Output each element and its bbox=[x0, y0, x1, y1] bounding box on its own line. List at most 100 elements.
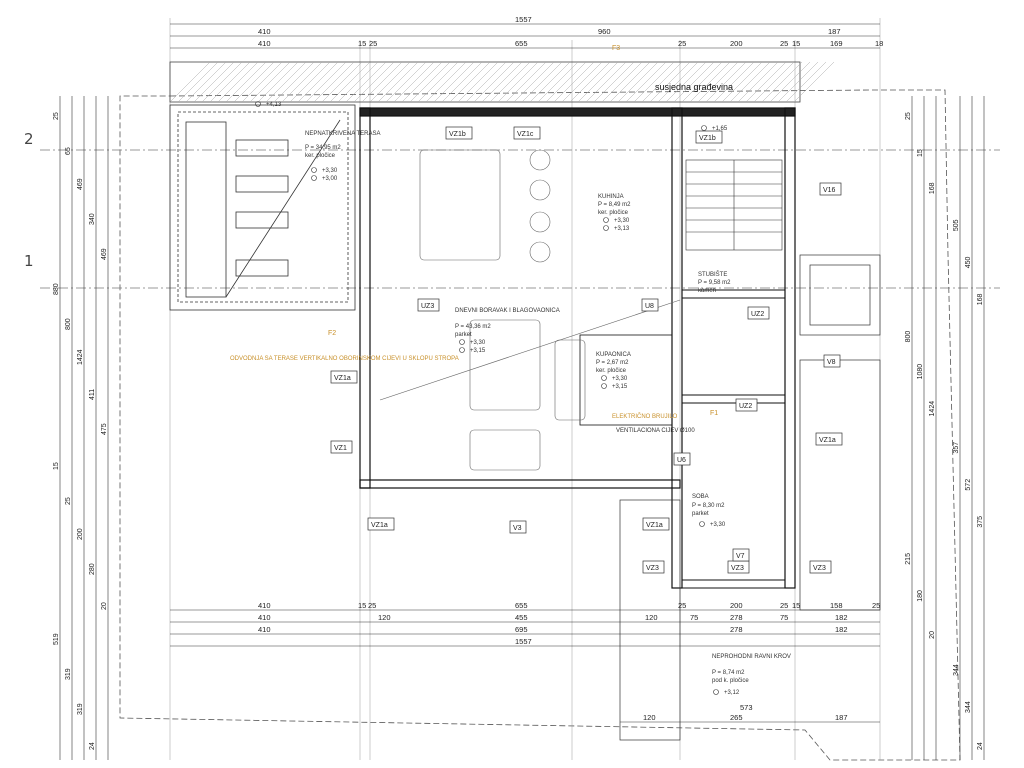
hatch-line bbox=[265, 61, 307, 103]
hatch-line bbox=[193, 61, 235, 103]
hatch-line bbox=[329, 61, 371, 103]
hatch-line bbox=[705, 61, 747, 103]
opening-tag-box bbox=[509, 520, 527, 534]
level-marker-symbol bbox=[701, 125, 707, 131]
level-marker-symbol bbox=[311, 167, 317, 173]
right-dimension-values: 2515168505450168800108014243575723752151… bbox=[905, 112, 984, 750]
hatch-line bbox=[521, 61, 563, 103]
hatch-line bbox=[769, 61, 811, 103]
hatch-line bbox=[625, 61, 667, 103]
opening-tag-box bbox=[642, 517, 670, 531]
stairs bbox=[685, 159, 783, 251]
hatch-line bbox=[393, 61, 435, 103]
bottom-dimension-chains bbox=[170, 609, 880, 723]
bottom-dim-3b: 695 bbox=[515, 625, 528, 634]
bottom-dim-1j: 25 bbox=[872, 601, 880, 610]
opening-tag-v3: V3 bbox=[513, 525, 522, 532]
bottom-dim-3d: 182 bbox=[835, 625, 848, 634]
left-dim-18: 24 bbox=[89, 742, 96, 750]
hatch-line bbox=[585, 61, 627, 103]
top-dim-1a: 410 bbox=[258, 27, 271, 36]
top-dim-2a: 410 bbox=[258, 39, 271, 48]
room-label-kitchen: KUHINJA P = 8,49 m2 ker. pločice bbox=[598, 194, 631, 216]
bottom-dim-1h: 15 bbox=[792, 601, 800, 610]
svg-text:ker. pločice: ker. pločice bbox=[305, 153, 336, 159]
hatch-line bbox=[553, 61, 595, 103]
left-dim-11: 25 bbox=[65, 497, 72, 505]
hatch-line bbox=[489, 61, 531, 103]
opening-tag-box bbox=[819, 182, 842, 196]
hatch-line bbox=[633, 61, 675, 103]
left-dim-5: 880 bbox=[53, 283, 60, 295]
hatch-line bbox=[409, 61, 451, 103]
facade-label-f1: F1 bbox=[710, 410, 718, 417]
room-label-roof: NEPROHODNI RAVNI KROV P = 8,74 m2 pod k.… bbox=[712, 654, 791, 684]
hatch-line bbox=[601, 61, 643, 103]
svg-text:kamen: kamen bbox=[698, 288, 716, 294]
level-marker-value: +3,30 bbox=[322, 168, 338, 174]
hatch-line bbox=[257, 61, 299, 103]
left-dimension-values: 2565469340469880800142441147515252002802… bbox=[53, 112, 108, 750]
left-dim-7: 1424 bbox=[77, 349, 84, 365]
hatch-line bbox=[473, 61, 515, 103]
right-dim-10: 572 bbox=[965, 479, 972, 491]
hatch-line bbox=[713, 61, 755, 103]
opening-tag-v7: V7 bbox=[736, 553, 745, 560]
right-dim-3: 505 bbox=[953, 219, 960, 231]
opening-tag-box bbox=[695, 130, 723, 144]
hatch-line bbox=[737, 61, 779, 103]
opening-tag-vz1a: VZ1a bbox=[334, 375, 351, 382]
right-wing bbox=[619, 254, 881, 741]
bottom-dim-1f: 200 bbox=[730, 601, 743, 610]
axis-label-1: 1 bbox=[24, 252, 34, 270]
level-marker-value: +3,30 bbox=[612, 376, 628, 382]
hatch-line bbox=[353, 61, 395, 103]
svg-text:NEPROHODNI RAVNI KROV: NEPROHODNI RAVNI KROV bbox=[712, 654, 791, 660]
hatch-line bbox=[321, 61, 363, 103]
left-dim-14: 20 bbox=[101, 602, 108, 610]
hatch-line bbox=[513, 61, 555, 103]
left-dim-15: 519 bbox=[53, 633, 60, 645]
hatch-line bbox=[641, 61, 683, 103]
left-dim-10: 15 bbox=[53, 462, 60, 470]
note-ventilation: VENTILACIONA CIJEV Ø100 bbox=[616, 428, 695, 434]
opening-tag-box bbox=[330, 440, 353, 454]
opening-tag-box bbox=[735, 398, 758, 412]
opening-tag-vz1a: VZ1a bbox=[371, 522, 388, 529]
hatch-line bbox=[249, 61, 291, 103]
hatch-line bbox=[441, 61, 483, 103]
facade-label-f2: F2 bbox=[328, 330, 336, 337]
level-marker-symbol bbox=[603, 225, 609, 231]
level-marker-value: +4,13 bbox=[266, 102, 282, 108]
right-dim-11: 375 bbox=[977, 516, 984, 528]
opening-tag-vz1a: VZ1a bbox=[819, 437, 836, 444]
left-dim-1: 65 bbox=[65, 147, 72, 155]
svg-text:ker. pločice: ker. pločice bbox=[598, 210, 629, 216]
hatch-line bbox=[297, 61, 339, 103]
hatch-line bbox=[793, 61, 835, 103]
note-drainage: ODVODNJA SA TERASE VERTIKALNO OBORINSKOM… bbox=[230, 356, 459, 362]
left-dim-0: 25 bbox=[53, 112, 60, 120]
bottom-dim-2h: 182 bbox=[835, 613, 848, 622]
room-label-bedroom: SOBA P = 8,30 m2 parket bbox=[692, 494, 725, 517]
opening-tag-box bbox=[815, 432, 843, 446]
opening-tag-v8: V8 bbox=[827, 359, 836, 366]
hatch-line bbox=[673, 61, 715, 103]
top-dim-overall: 1557 bbox=[515, 15, 532, 24]
opening-tag-box bbox=[673, 452, 691, 466]
hatch-line bbox=[529, 61, 571, 103]
level-marker-symbol bbox=[601, 375, 607, 381]
hatch-line bbox=[697, 61, 739, 103]
svg-text:parket: parket bbox=[455, 332, 472, 338]
hatch-line bbox=[401, 61, 443, 103]
hatch-line bbox=[689, 61, 731, 103]
level-marker-symbol bbox=[601, 383, 607, 389]
facade-label-f3: F3 bbox=[612, 45, 620, 52]
right-dim-6: 800 bbox=[905, 331, 912, 343]
opening-tag-box bbox=[642, 560, 665, 574]
opening-tag-box bbox=[417, 298, 440, 312]
opening-tag-box bbox=[823, 354, 841, 368]
hatch-line bbox=[369, 61, 411, 103]
opening-tag-vz1: VZ1 bbox=[334, 445, 347, 452]
